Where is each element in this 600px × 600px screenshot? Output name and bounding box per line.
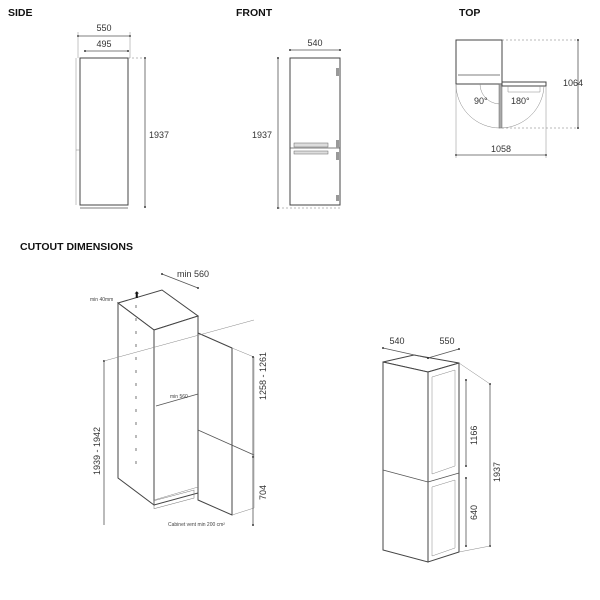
side-depth-body-label: 495 — [96, 39, 111, 49]
cutout-top-gap-label: min 40mm — [90, 297, 113, 303]
top-angle-180-label: 180° — [511, 96, 530, 106]
appliance-height-label: 1937 — [492, 462, 502, 482]
appliance-width-label: 540 — [389, 336, 404, 346]
section-title-cutout: CUTOUT DIMENSIONS — [20, 241, 133, 253]
cutout-lower-door-label: 704 — [258, 485, 268, 500]
cutout-inner-width-label: min 560 — [170, 394, 188, 400]
section-title-front: FRONT — [236, 7, 273, 19]
appliance-upper-label: 1166 — [469, 426, 479, 445]
top-angle-90-label: 90° — [474, 96, 488, 106]
appliance-depth-label: 550 — [439, 336, 454, 346]
appliance-lower-label: 640 — [469, 505, 479, 520]
cutout-height-label: 1939 - 1942 — [92, 427, 102, 475]
section-title-top: TOP — [459, 7, 480, 19]
appliance-diagram: 540 550 1166 640 1937 — [382, 336, 502, 563]
cutout-vent-note: Cabinet vent min 200 cm² — [168, 522, 225, 528]
svg-text:⬆: ⬆ — [133, 290, 141, 300]
front-view: 540 1937 — [252, 38, 341, 209]
top-width-label: 1058 — [491, 144, 511, 154]
top-view: 1064 1058 90° 180° — [455, 39, 583, 158]
front-height-label: 1937 — [252, 130, 272, 140]
side-depth-total-label: 550 — [96, 23, 111, 33]
side-view: 550 495 1937 — [75, 23, 169, 209]
side-height-label: 1937 — [149, 130, 169, 140]
cutout-diagram: ⬆ min 560 min 40mm min 560 1939 - 1942 1… — [90, 269, 268, 528]
cutout-upper-door-label: 1258 - 1261 — [258, 352, 268, 400]
cutout-top-width-label: min 560 — [177, 269, 209, 279]
section-title-side: SIDE — [8, 7, 33, 19]
top-depth-label: 1064 — [563, 78, 583, 88]
front-width-label: 540 — [307, 38, 322, 48]
